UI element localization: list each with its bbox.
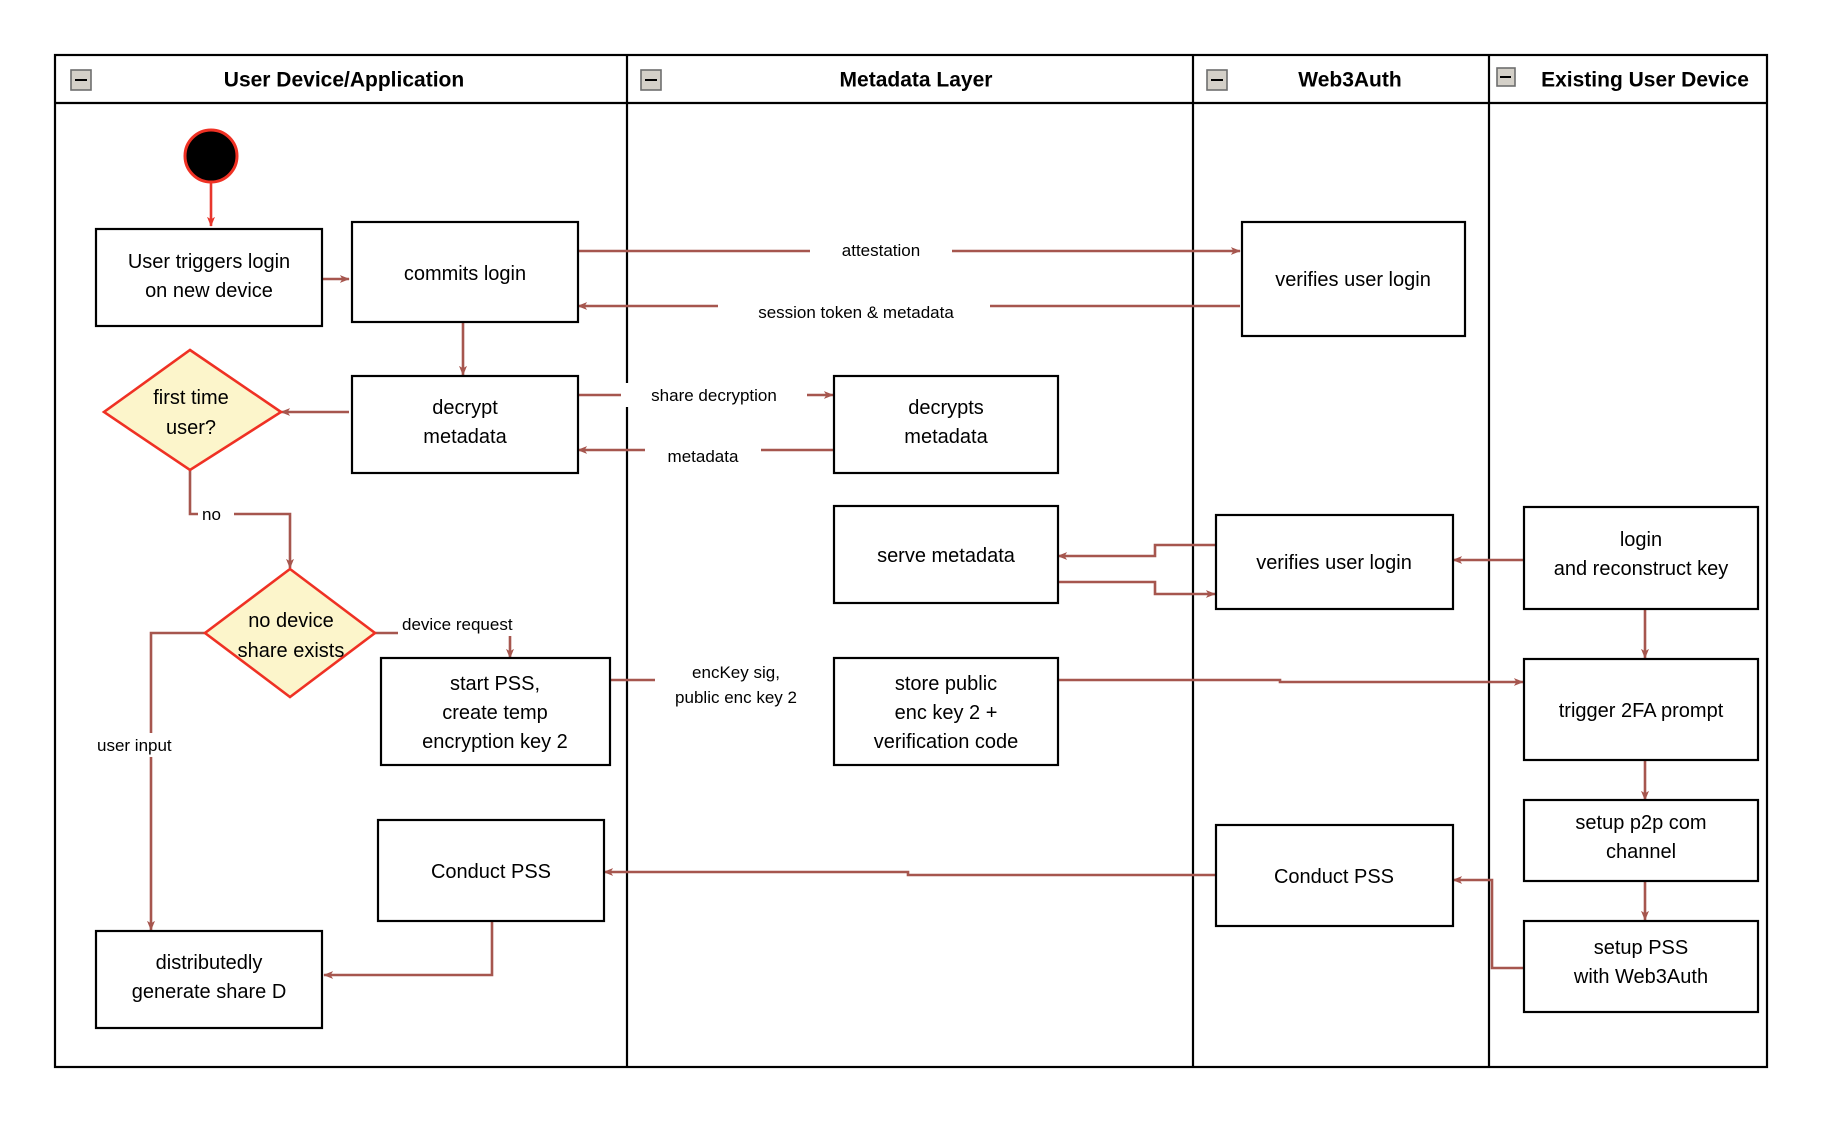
edge-verifies-to-serve — [1057, 543, 1215, 560]
node-no-device-share[interactable]: no device share exists — [202, 567, 378, 699]
edge-labels: attestation session token & metadata sha… — [94, 238, 990, 757]
node-serve-metadata[interactable]: serve metadata — [832, 504, 1060, 605]
node-verifies-user-login-1[interactable]: verifies user login — [1240, 220, 1467, 338]
node-commits-login-label: commits login — [404, 263, 526, 285]
node-no-device-share-line-0: no device — [248, 610, 334, 632]
lane-header-user-device[interactable]: User Device/Application — [70, 69, 464, 92]
node-conduct-pss-user-label: Conduct PSS — [431, 861, 551, 883]
edge-label-attestation: attestation — [842, 241, 920, 260]
node-decrypt-metadata-line-1: metadata — [423, 426, 507, 448]
node-decrypt-metadata-line-0: decrypt — [432, 397, 498, 419]
node-start[interactable] — [183, 128, 239, 184]
edge-conductpss-web3auth-to-user — [603, 868, 1216, 877]
node-start-pss-line-1: create temp — [442, 702, 548, 724]
node-setup-p2p-line-0: setup p2p com — [1575, 812, 1706, 834]
edge-label-share-decryption: share decryption — [651, 386, 777, 405]
node-generate-share-d-line-1: generate share D — [132, 981, 287, 1003]
lane-title-web3auth: Web3Auth — [1298, 69, 1401, 92]
edge-label-no: no — [202, 505, 221, 524]
node-verifies-user-login-1-label: verifies user login — [1275, 269, 1431, 291]
node-setup-p2p-line-1: channel — [1606, 841, 1676, 863]
edge-serve-to-verifies — [1058, 580, 1216, 598]
edge-device-request — [375, 631, 514, 659]
node-store-public-key-line-2: verification code — [874, 731, 1019, 753]
node-serve-metadata-label: serve metadata — [877, 545, 1016, 567]
edge-no — [188, 470, 294, 569]
node-conduct-pss-user[interactable]: Conduct PSS — [376, 818, 606, 923]
edge-store-to-2fa — [1058, 678, 1524, 686]
node-conduct-pss-web3auth-label: Conduct PSS — [1274, 866, 1394, 888]
node-setup-p2p[interactable]: setup p2p com channel — [1522, 798, 1760, 883]
node-conduct-pss-web3auth[interactable]: Conduct PSS — [1214, 823, 1455, 928]
node-login-reconstruct[interactable]: login and reconstruct key — [1522, 505, 1760, 611]
lane-title-metadata: Metadata Layer — [840, 69, 993, 92]
node-decrypt-metadata[interactable]: decrypt metadata — [350, 374, 580, 475]
node-start-pss-line-2: encryption key 2 — [422, 731, 568, 753]
edge-label-enckey-sig: encKey sig, — [692, 663, 780, 682]
node-login-reconstruct-line-0: login — [1620, 529, 1662, 551]
node-start-pss[interactable]: start PSS, create temp encryption key 2 — [379, 656, 612, 767]
node-first-time-user-line-1: user? — [166, 417, 216, 439]
node-user-triggers-login-line-1: on new device — [145, 280, 273, 302]
node-trigger-2fa-label: trigger 2FA prompt — [1559, 700, 1724, 722]
node-generate-share-d-line-0: distributedly — [156, 952, 263, 974]
node-commits-login[interactable]: commits login — [350, 220, 580, 324]
lane-title-existing-device: Existing User Device — [1541, 69, 1749, 92]
lane-header-web3auth[interactable]: Web3Auth — [1206, 69, 1402, 92]
node-user-triggers-login-line-0: User triggers login — [128, 251, 290, 273]
node-login-reconstruct-line-1: and reconstruct key — [1554, 558, 1729, 580]
node-verifies-user-login-2-label: verifies user login — [1256, 552, 1412, 574]
node-store-public-key[interactable]: store public enc key 2 + verification co… — [832, 656, 1060, 767]
node-setup-pss-web3auth[interactable]: setup PSS with Web3Auth — [1522, 919, 1760, 1014]
swimlane-frame — [53, 53, 1769, 1069]
node-decrypts-metadata[interactable]: decrypts metadata — [832, 374, 1060, 475]
lane-header-metadata[interactable]: Metadata Layer — [640, 69, 993, 92]
node-no-device-share-line-1: share exists — [238, 640, 345, 662]
node-first-time-user[interactable]: first time user? — [101, 348, 284, 472]
node-user-triggers-login[interactable]: User triggers login on new device — [94, 227, 324, 328]
lane-title-user-device: User Device/Application — [224, 69, 464, 92]
lane-header-existing-device[interactable]: Existing User Device — [1496, 67, 1749, 92]
node-trigger-2fa[interactable]: trigger 2FA prompt — [1522, 657, 1760, 762]
node-decrypts-metadata-line-1: metadata — [904, 426, 988, 448]
node-first-time-user-line-0: first time — [153, 387, 229, 409]
edge-user-input — [147, 631, 205, 931]
node-start-pss-line-0: start PSS, — [450, 673, 540, 695]
edge-label-session-token: session token & metadata — [758, 303, 954, 322]
edge-label-metadata: metadata — [668, 447, 739, 466]
node-store-public-key-line-1: enc key 2 + — [895, 702, 998, 724]
edge-conductpss-to-sharedd — [323, 921, 494, 979]
node-verifies-user-login-2[interactable]: verifies user login — [1214, 513, 1455, 611]
node-store-public-key-line-0: store public — [895, 673, 997, 695]
edge-setuppss-to-conductpss — [1452, 876, 1523, 970]
node-setup-pss-line-0: setup PSS — [1594, 937, 1689, 959]
edge-label-device-request: device request — [402, 615, 513, 634]
node-decrypts-metadata-line-0: decrypts — [908, 397, 984, 419]
edge-label-user-input: user input — [97, 736, 172, 755]
node-setup-pss-line-1: with Web3Auth — [1573, 966, 1708, 988]
node-generate-share-d[interactable]: distributedly generate share D — [94, 929, 324, 1030]
edge-label-public-enc-key-2: public enc key 2 — [675, 688, 797, 707]
